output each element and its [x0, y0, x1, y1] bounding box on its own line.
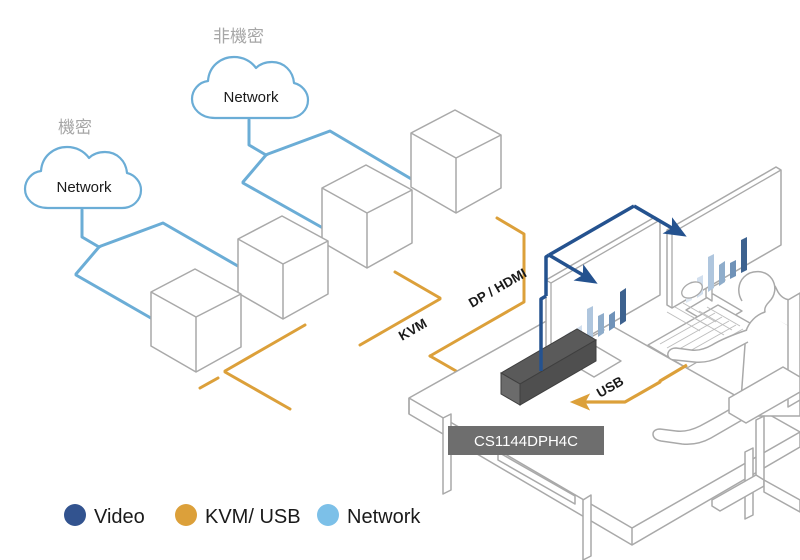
- network-link-classified-branch: [74, 245, 165, 327]
- server-group: [150, 109, 502, 373]
- device-name-badge: CS1144DPH4C: [448, 426, 604, 455]
- cloud-label-nonclassified: Network: [223, 89, 279, 106]
- kvm-link-server1: [198, 376, 220, 390]
- kvm-link-server2: [223, 323, 307, 411]
- legend-item-network: Network: [317, 504, 421, 528]
- video-arrow-to-left-monitor: [548, 253, 598, 284]
- kvm-link-server4: [428, 216, 526, 358]
- cloud-classified: Network: [23, 145, 143, 210]
- zone-label-nonclassified: 非機密: [213, 27, 264, 46]
- video-link-upper-run: [548, 204, 635, 257]
- cloud-group: Network Network: [23, 55, 310, 210]
- network-link-nonclassified-branch: [241, 153, 332, 234]
- usb-link-group: [569, 363, 688, 411]
- chair-seat: [728, 366, 800, 424]
- cloud-nonclassified: Network: [190, 55, 310, 120]
- legend-label-network: Network: [347, 506, 421, 528]
- monitor-right-screen: [666, 166, 782, 309]
- server-cube-4: [410, 109, 502, 214]
- video-link-elbow: [544, 253, 550, 296]
- kvm-switch-device: [500, 328, 597, 406]
- legend-swatch-video: [64, 504, 86, 526]
- video-link-riser: [539, 294, 547, 371]
- legend-swatch-kvm-usb: [175, 504, 197, 526]
- chair-base-right: [763, 479, 800, 513]
- cloud-label-classified: Network: [56, 179, 112, 196]
- mouse: [681, 281, 703, 299]
- legend-item-video: Video: [64, 504, 145, 528]
- network-link-classified-main: [80, 208, 252, 275]
- legend-swatch-network: [317, 504, 339, 526]
- kvm-link-server3: [358, 270, 442, 347]
- network-link-group: [74, 118, 432, 327]
- person-arm: [667, 329, 749, 363]
- legend: Video KVM/ USB Network: [64, 504, 421, 528]
- device-name-label: CS1144DPH4C: [474, 433, 578, 450]
- desk-leg-center: [582, 494, 592, 560]
- person-leg: [652, 399, 750, 445]
- chair: [711, 292, 800, 513]
- legend-label-video: Video: [94, 506, 145, 528]
- zone-label-classified: 機密: [58, 118, 92, 137]
- legend-label-kvm-usb: KVM/ USB: [205, 506, 301, 528]
- server-cube-1: [150, 268, 242, 373]
- legend-item-kvm-usb: KVM/ USB: [175, 504, 301, 528]
- video-arrow-to-right-monitor: [633, 204, 687, 237]
- usb-arrow-keyboard-to-switch: [569, 363, 688, 411]
- server-cube-3: [321, 164, 413, 269]
- video-link-group: [539, 204, 687, 371]
- desk-brace: [497, 451, 576, 505]
- monitor-right: [666, 166, 782, 328]
- server-cube-2: [237, 215, 329, 320]
- keyboard-keys: [659, 302, 744, 361]
